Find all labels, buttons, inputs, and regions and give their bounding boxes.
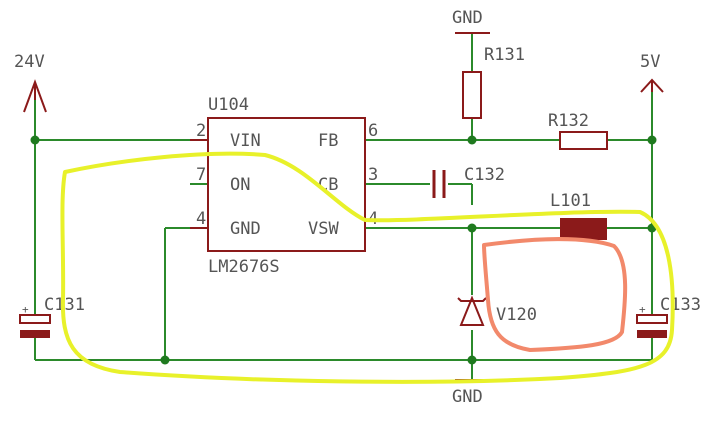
resistor-r131[interactable] — [462, 71, 482, 119]
capacitor-c131[interactable]: + — [19, 303, 51, 338]
ic-pin-name: ON — [230, 175, 250, 195]
c133-label: C133 — [660, 295, 701, 315]
inductor-l101[interactable] — [560, 218, 607, 240]
ic-pin-number: 7 — [196, 165, 206, 185]
circle-annotation — [482, 237, 628, 352]
gnd-top-label: GND — [452, 8, 483, 28]
ic-pin-name: VSW — [308, 219, 339, 239]
wires — [34, 33, 653, 380]
c132-label: C132 — [464, 165, 505, 185]
ic-part-label: LM2676S — [208, 257, 280, 277]
capacitor-c133[interactable]: + — [636, 303, 668, 338]
resistor-r132[interactable] — [559, 131, 608, 150]
supply-5v-label: 5V — [640, 52, 660, 72]
ic-u104[interactable] — [190, 117, 366, 252]
highlight-loop-annotation — [60, 151, 675, 384]
ic-pin-number: 2 — [196, 121, 206, 141]
ic-pin-number: 3 — [368, 165, 378, 185]
supply-24v-symbol[interactable] — [23, 79, 47, 113]
ic-pin-number: 6 — [368, 121, 378, 141]
svg-text:+: + — [22, 303, 29, 316]
net-junctions — [30, 135, 657, 365]
ic-pin-name: FB — [318, 131, 338, 151]
capacitor-c132[interactable] — [432, 170, 446, 198]
gnd-bottom-label: GND — [452, 387, 483, 407]
svg-text:+: + — [639, 303, 646, 316]
v120-label: V120 — [496, 305, 537, 325]
ic-pin-number: 4 — [196, 209, 206, 229]
ic-pin-name: VIN — [230, 131, 261, 151]
supply-24v-label: 24V — [14, 52, 45, 72]
r132-label: R132 — [548, 111, 589, 131]
ic-ref-label: U104 — [208, 95, 249, 115]
diode-v120[interactable] — [457, 295, 487, 326]
ic-pin-name: GND — [230, 219, 261, 239]
supply-5v-symbol[interactable] — [640, 78, 664, 93]
r131-label: R131 — [484, 45, 525, 65]
l101-label: L101 — [550, 191, 591, 211]
